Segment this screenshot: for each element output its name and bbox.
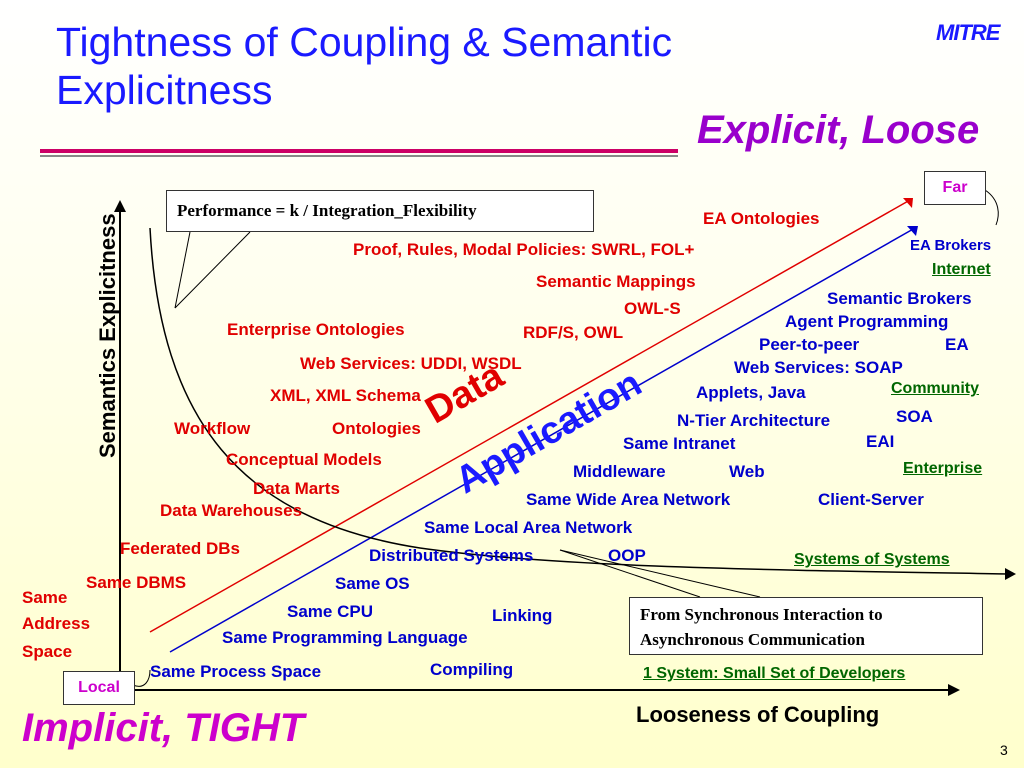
- data-label: Federated DBs: [120, 539, 240, 558]
- note-pointer-1: [559, 549, 701, 598]
- application-label: Semantic Brokers: [827, 289, 972, 308]
- note-box: From Synchronous Interaction to Asynchro…: [629, 597, 983, 655]
- application-label: Same Local Area Network: [424, 518, 633, 537]
- scope-label-enterprise: Enterprise: [903, 460, 983, 477]
- far-bracket: [984, 189, 999, 226]
- formula-box: Performance = k / Integration_Flexibilit…: [166, 190, 594, 232]
- page-number: 3: [1000, 742, 1008, 758]
- scope-label-internet: Internet: [932, 261, 991, 278]
- application-label: OOP: [608, 546, 646, 565]
- note-pointer-2: [559, 549, 761, 598]
- application-label: Same Process Space: [150, 662, 322, 681]
- application-label: EA: [945, 335, 969, 354]
- tradeoff-curve-arrow: [1005, 568, 1016, 580]
- application-label: Client-Server: [818, 490, 924, 509]
- scope-label-systems-of-systems: Systems of Systems: [794, 551, 950, 568]
- data-label: Ontologies: [332, 419, 421, 438]
- application-label: Web Services: SOAP: [734, 358, 903, 377]
- local-bracket: [132, 669, 151, 687]
- application-label: Agent Programming: [785, 312, 949, 331]
- data-line: [149, 199, 911, 633]
- application-label: Same CPU: [287, 602, 373, 621]
- data-label: Data Marts: [253, 479, 340, 498]
- far-tag: Far: [924, 171, 986, 205]
- data-label: RDF/S, OWL: [523, 323, 624, 342]
- data-label: Space: [22, 642, 73, 661]
- data-label: Same: [22, 588, 68, 607]
- application-label: Peer-to-peer: [759, 335, 860, 354]
- application-label: Same OS: [335, 574, 410, 593]
- application-label: Same Intranet: [623, 434, 736, 453]
- application-label: N-Tier Architecture: [677, 411, 831, 430]
- formula-pointer-1: [174, 231, 191, 309]
- data-label: Conceptual Models: [226, 450, 382, 469]
- application-label: Web: [729, 462, 765, 481]
- application-label: Linking: [492, 606, 553, 625]
- scope-label-community: Community: [891, 380, 979, 397]
- corner-label-implicit-tight: Implicit, TIGHT: [22, 706, 305, 750]
- data-label: Web Services: UDDI, WSDL: [300, 354, 522, 373]
- page-title: Tightness of Coupling & Semantic Explici…: [56, 19, 673, 113]
- y-axis-arrow: [114, 200, 126, 212]
- data-label: EA Ontologies: [703, 209, 820, 228]
- application-label: EAI: [866, 432, 895, 451]
- x-axis-label: Looseness of Coupling: [636, 702, 880, 727]
- y-axis-label: Semantics Explicitness: [95, 213, 120, 458]
- application-label: Compiling: [430, 660, 514, 679]
- data-label: Semantic Mappings: [536, 272, 696, 291]
- corner-label-explicit-loose: Explicit, Loose: [697, 108, 980, 152]
- data-label: Enterprise Ontologies: [227, 320, 405, 339]
- application-label: Applets, Java: [696, 383, 806, 402]
- data-label: Same DBMS: [86, 573, 187, 592]
- application-label: Distributed Systems: [369, 546, 534, 565]
- formula-pointer-2: [174, 231, 251, 309]
- application-label: EA Brokers: [910, 237, 992, 254]
- application-label: Middleware: [573, 462, 666, 481]
- application-label: Same Wide Area Network: [526, 490, 731, 509]
- scope-label-one-system: 1 System: Small Set of Developers: [643, 665, 906, 682]
- data-label: OWL-S: [624, 299, 681, 318]
- x-axis-arrow: [948, 684, 960, 696]
- application-line: [169, 227, 916, 653]
- data-label: Workflow: [174, 419, 251, 438]
- data-label: XML, XML Schema: [270, 386, 421, 405]
- local-tag: Local: [63, 671, 135, 705]
- data-label: Data Warehouses: [160, 501, 303, 520]
- data-label: Proof, Rules, Modal Policies: SWRL, FOL+: [353, 240, 695, 259]
- application-label: SOA: [896, 407, 933, 426]
- data-line-arrow: [903, 198, 913, 208]
- mitre-logo: MITRE: [936, 20, 1000, 45]
- application-line-arrow: [907, 226, 918, 236]
- application-label: Same Programming Language: [222, 628, 468, 647]
- data-label: Address: [22, 614, 91, 633]
- tradeoff-curve: [149, 227, 1011, 575]
